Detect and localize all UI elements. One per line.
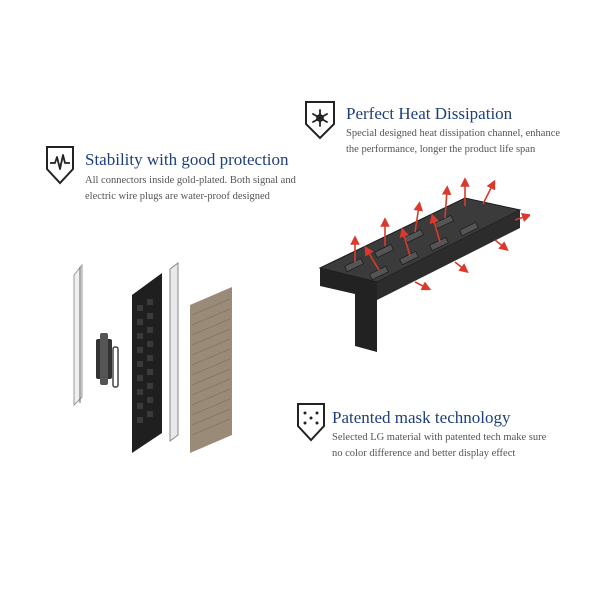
exploded-module-image: [73, 262, 232, 453]
snowflake-shield-icon: [305, 101, 335, 140]
feature-title: Stability with good protection: [85, 150, 289, 169]
feature-title: Perfect Heat Dissipation: [346, 104, 513, 123]
feature-description: Selected LG material with patented tech …: [332, 432, 547, 459]
dots-shield-icon: [297, 403, 325, 442]
feature-title: Patented mask technology: [332, 408, 511, 427]
heatsink-image: [318, 177, 530, 352]
feature-description: Special designed heat dissipation channe…: [346, 128, 561, 155]
feature-mask-technology: Patented mask technology Selected LG mat…: [295, 402, 595, 492]
feature-description: All connectors inside gold-plated. Both …: [85, 175, 296, 202]
feature-stability: Stability with good protection All conne…: [44, 145, 344, 235]
feature-heat-dissipation: Perfect Heat Dissipation Special designe…: [303, 100, 600, 190]
pulse-shield-icon: [46, 146, 74, 185]
